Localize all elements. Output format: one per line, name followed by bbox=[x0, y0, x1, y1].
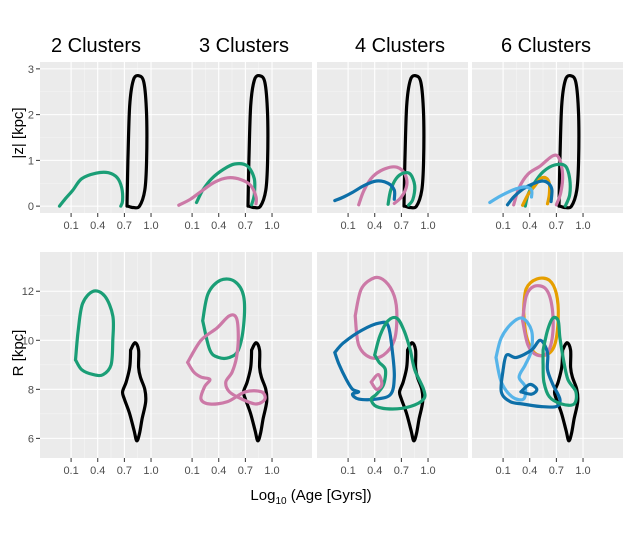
contour-black bbox=[246, 73, 270, 210]
contour-blue bbox=[519, 382, 539, 396]
y-tick-label: 0 bbox=[28, 201, 34, 213]
x-tick-label: 0.4 bbox=[90, 465, 105, 477]
x-tick-label: 1.0 bbox=[143, 220, 158, 232]
contour-blue bbox=[505, 179, 554, 207]
panel-r0-c3: 0.1 0.4 0.7 1.0 bbox=[472, 62, 623, 232]
y-tick-label: 6 bbox=[28, 433, 34, 445]
contour-black bbox=[120, 341, 148, 443]
y-tick-label: 8 bbox=[28, 384, 34, 396]
contour-green bbox=[386, 170, 417, 207]
contour-black bbox=[125, 73, 149, 210]
x-tick-label: 1.0 bbox=[264, 220, 279, 232]
x-axis-title: Log10 (Age [Gyrs]) bbox=[250, 487, 371, 507]
x-tick-label: 0.4 bbox=[367, 465, 382, 477]
contour-pink bbox=[177, 176, 258, 207]
x-tick-label: 0.7 bbox=[394, 220, 409, 232]
panel-r1-c3: 0.1 0.4 0.7 1.0 bbox=[472, 252, 623, 477]
x-tick-label: 0.1 bbox=[340, 220, 355, 232]
x-tick-label: 1.0 bbox=[420, 465, 435, 477]
contour-lightblue bbox=[494, 316, 535, 402]
x-tick-label: 0.4 bbox=[211, 220, 226, 232]
x-tick-label: 0.4 bbox=[522, 465, 537, 477]
contour-black bbox=[241, 341, 269, 443]
x-tick-label: 0.7 bbox=[549, 465, 564, 477]
x-tick-label: 1.0 bbox=[143, 465, 158, 477]
y-tick-label: 3 bbox=[28, 64, 34, 76]
x-tick-label: 1.0 bbox=[420, 220, 435, 232]
facet-title-3-clusters: 3 Clusters bbox=[199, 35, 289, 57]
x-tick-label: 1.0 bbox=[264, 465, 279, 477]
y-axis-title-z: |z| [kpc] bbox=[10, 107, 27, 158]
contour-lightblue bbox=[488, 185, 534, 205]
x-tick-label: 1.0 bbox=[575, 220, 590, 232]
y-tick-label: 10 bbox=[22, 335, 34, 347]
facet-title-6-clusters: 6 Clusters bbox=[501, 35, 591, 57]
y-tick-label: 12 bbox=[22, 286, 34, 298]
x-tick-label: 0.7 bbox=[117, 220, 132, 232]
x-tick-label: 0.7 bbox=[238, 465, 253, 477]
contour-pink bbox=[512, 153, 565, 207]
contour-pink bbox=[353, 275, 399, 360]
contour-blue bbox=[333, 179, 397, 203]
facet-title-4-clusters: 4 Clusters bbox=[355, 35, 445, 57]
x-tick-label: 0.7 bbox=[549, 220, 564, 232]
contour-pink bbox=[186, 313, 267, 406]
x-tick-label: 0.1 bbox=[184, 220, 199, 232]
x-axis-title-subscript: 10 bbox=[275, 496, 287, 507]
contour-blue bbox=[499, 338, 562, 409]
y-tick-label: 2 bbox=[28, 110, 34, 122]
x-tick-label: 0.4 bbox=[367, 220, 382, 232]
x-tick-label: 0.7 bbox=[394, 465, 409, 477]
facet-title-2-clusters: 2 Clusters bbox=[51, 35, 141, 57]
x-tick-label: 0.4 bbox=[522, 220, 537, 232]
contour-green bbox=[73, 289, 116, 378]
x-tick-label: 0.4 bbox=[90, 220, 105, 232]
contour-black bbox=[557, 73, 581, 210]
panel-r0-c2: 0.1 0.4 0.7 1.0 bbox=[317, 62, 468, 232]
contour-black bbox=[402, 73, 426, 210]
contour-green bbox=[57, 170, 125, 208]
x-tick-label: 0.1 bbox=[495, 220, 510, 232]
x-axis-title-rest: (Age [Gyrs]) bbox=[287, 487, 372, 504]
x-tick-label: 0.7 bbox=[117, 465, 132, 477]
contour-blue bbox=[333, 320, 396, 402]
y-tick-label: 1 bbox=[28, 155, 34, 167]
panel-r0-c1: 0.1 0.4 0.7 1.0 bbox=[161, 62, 312, 232]
contour-orange bbox=[521, 175, 552, 207]
x-tick-label: 0.1 bbox=[495, 465, 510, 477]
x-tick-label: 0.4 bbox=[211, 465, 226, 477]
contour-green bbox=[541, 315, 579, 407]
contour-green bbox=[369, 315, 427, 411]
x-tick-label: 1.0 bbox=[575, 465, 590, 477]
x-tick-label: 0.1 bbox=[63, 465, 78, 477]
panel-r1-c2: 0.1 0.4 0.7 1.0 bbox=[317, 252, 468, 477]
contour-black bbox=[397, 341, 425, 443]
contour-green bbox=[201, 277, 247, 360]
x-tick-label: 0.1 bbox=[340, 465, 355, 477]
contour-pink bbox=[369, 373, 384, 391]
x-axis-title-log: Log bbox=[250, 487, 275, 504]
x-tick-label: 0.1 bbox=[63, 220, 78, 232]
x-tick-label: 0.7 bbox=[238, 220, 253, 232]
y-axis-title-r: R [kpc] bbox=[10, 330, 27, 377]
panel-r1-c1: 0.1 0.4 0.7 1.0 bbox=[161, 252, 312, 477]
x-tick-label: 0.1 bbox=[184, 465, 199, 477]
